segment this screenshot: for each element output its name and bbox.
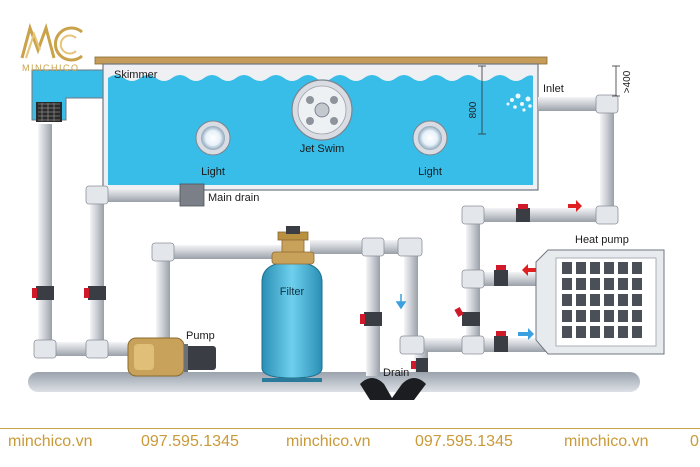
jet-swim-icon: [291, 79, 353, 141]
pump-label: Pump: [186, 330, 215, 342]
skimmer: [31, 69, 104, 122]
main-drain-label: Main drain: [208, 192, 259, 204]
footer-website[interactable]: minchico.vn: [8, 433, 93, 450]
pipe-fittings: [33, 94, 619, 359]
light-left-icon: [195, 120, 231, 156]
drain-outlet: [360, 378, 426, 400]
filter-tank: [261, 226, 323, 382]
pool-deck: [94, 56, 548, 65]
filter-label: Filter: [280, 286, 305, 298]
flow-arrows: [395, 200, 582, 340]
main-drain-fitting: [179, 183, 205, 207]
footer-bar: minchico.vn 097.595.1345 minchico.vn 097…: [0, 428, 700, 467]
dimension-400-label: >400: [622, 70, 633, 93]
footer-phone[interactable]: 097.595.1345: [415, 433, 513, 450]
inlet-spray-icon: [506, 93, 532, 112]
heat-pump-label: Heat pump: [575, 234, 629, 246]
skimmer-label: Skimmer: [114, 69, 158, 81]
light-left-label: Light: [201, 166, 225, 178]
pump-icon: [127, 337, 216, 377]
inlet-label: Inlet: [543, 83, 564, 95]
dimension-800-label: 800: [468, 101, 479, 118]
footer-phone[interactable]: 0: [690, 433, 699, 450]
footer-website[interactable]: minchico.vn: [564, 433, 649, 450]
footer-website[interactable]: minchico.vn: [286, 433, 371, 450]
footer-divider: [0, 428, 700, 429]
light-right-label: Light: [418, 166, 442, 178]
logo-icon: [20, 23, 83, 62]
drain-label: Drain: [383, 367, 409, 379]
logo-text: MINCHICO: [22, 63, 80, 73]
valve-icons: [32, 204, 530, 372]
heat-pump-unit: [535, 249, 665, 355]
dimension-lines: [478, 65, 620, 135]
footer-phone[interactable]: 097.595.1345: [141, 433, 239, 450]
light-right-icon: [412, 120, 448, 156]
jet-swim-label: Jet Swim: [300, 143, 345, 155]
ground: [28, 372, 640, 392]
